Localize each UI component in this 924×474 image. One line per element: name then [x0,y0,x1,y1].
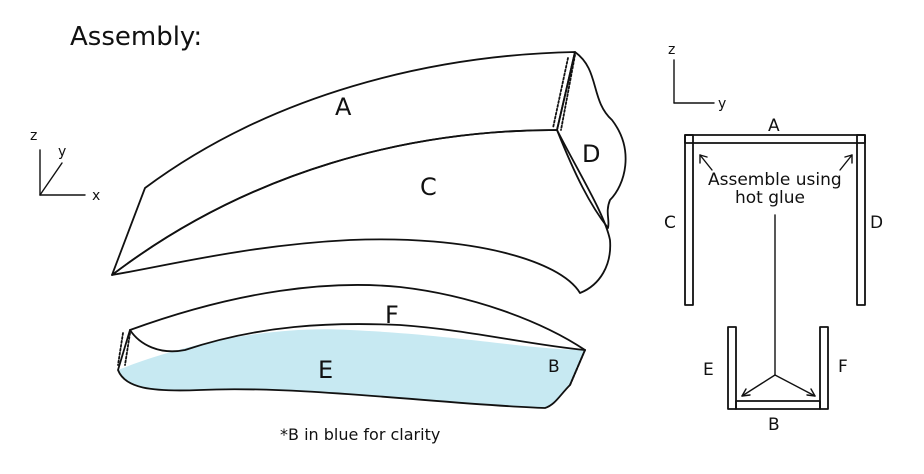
part-a-outline [111,51,576,276]
label-e: E [318,356,333,384]
glue-note-line1: Assemble using [708,170,842,190]
label-c: C [420,173,437,201]
right-axes-icon: z y [668,42,726,112]
label-a: A [335,93,352,121]
left-axes-icon: z y x [30,128,100,204]
schematic-label-b: B [768,415,780,435]
schematic-label-c: C [664,213,676,233]
left-axis-x: x [92,188,100,204]
label-f: F [385,301,399,329]
left-axis-z: z [30,128,37,144]
part-e-outline [117,323,586,409]
part-d-outline [556,51,627,229]
right-axis-z: z [668,42,675,58]
schematic-label-f: F [838,357,848,377]
schematic-label-d: D [870,213,883,233]
schematic-label-a: A [768,116,780,136]
schematic-upper: A C D Assemble using hot glue [664,116,883,376]
label-d: D [582,140,600,168]
schematic-lower: E F B [703,326,848,435]
schematic-label-e: E [703,360,714,380]
part-e-fill [118,329,585,408]
part-c-outline [111,129,612,294]
left-axis-y: y [58,144,66,160]
upper-assembly: A C D [111,51,627,294]
label-b: B [548,357,560,377]
glue-note-line2: hot glue [735,188,805,208]
title: Assembly: [70,22,202,52]
part-f-outline [129,284,586,351]
right-axis-y: y [718,96,726,112]
footnote: *B in blue for clarity [280,425,440,444]
lower-assembly: F E B [117,284,586,409]
